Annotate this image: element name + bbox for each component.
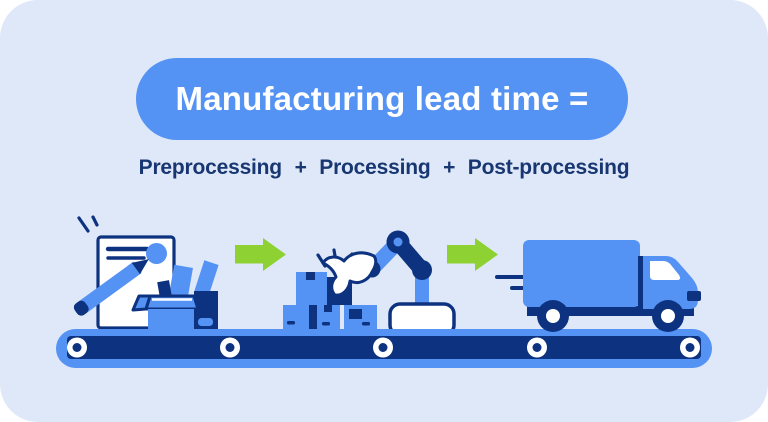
roller-icon xyxy=(373,337,393,358)
gripper-claw-icon xyxy=(321,251,378,297)
roller-icon xyxy=(220,337,240,358)
preprocessing-illustration xyxy=(73,215,219,336)
arrow-right-icon xyxy=(447,238,498,271)
title-pill: Manufacturing lead time = xyxy=(136,58,628,140)
arrow-right-icon xyxy=(235,238,286,271)
processing-illustration xyxy=(283,230,456,337)
wheel-icon xyxy=(537,300,569,332)
roller-icon xyxy=(527,337,547,358)
conveyor-belt xyxy=(56,329,712,368)
formula-text: Preprocessing + Processing + Post-proces… xyxy=(138,156,630,179)
delivery-truck-icon xyxy=(523,240,701,332)
page-title: Manufacturing lead time = xyxy=(175,80,589,117)
roller-icon xyxy=(680,337,700,358)
cab-window xyxy=(650,261,681,280)
robot-arm-icon xyxy=(321,230,456,337)
parcel-stack-icon xyxy=(283,272,377,334)
sparkle-icon xyxy=(77,215,99,233)
roller-icon xyxy=(67,337,87,358)
pencil-icon xyxy=(73,259,149,316)
postprocessing-illustration xyxy=(495,240,701,332)
wheel-icon xyxy=(652,300,684,332)
